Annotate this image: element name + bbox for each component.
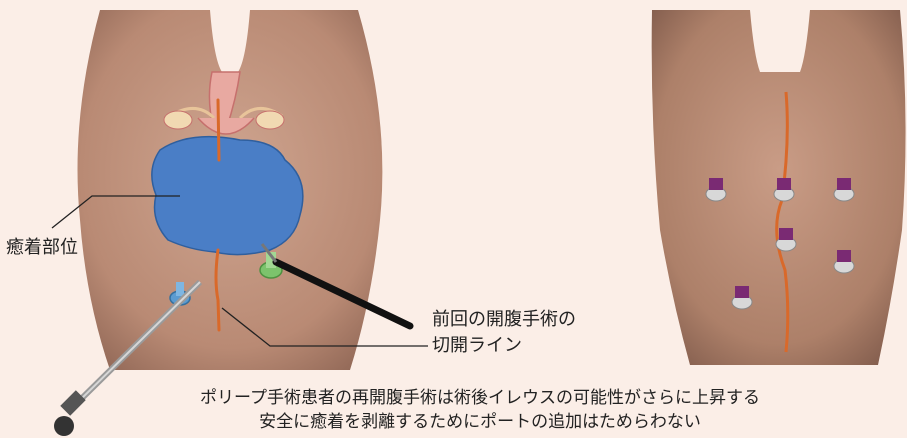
trocar-port-icon bbox=[732, 286, 752, 309]
caption-line-2: 安全に癒着を剥離するためにポートの追加はためらわない bbox=[120, 410, 840, 434]
right-abdomen-figure bbox=[652, 10, 906, 365]
adhesion-site-label: 癒着部位 bbox=[6, 236, 78, 260]
caption-line-1: ポリープ手術患者の再開腹手術は術後イレウスの可能性がさらに上昇する bbox=[120, 386, 840, 410]
trocar-port-icon bbox=[774, 178, 794, 201]
left-abdomen-figure bbox=[52, 10, 428, 436]
incision-label-line1: 前回の開腹手術の bbox=[432, 308, 576, 332]
trocar-port-icon bbox=[834, 178, 854, 201]
trocar-port-icon bbox=[776, 228, 796, 251]
trocar-port-icon bbox=[834, 250, 854, 273]
incision-label-line2: 切開ライン bbox=[432, 334, 522, 358]
trocar-port-icon bbox=[706, 178, 726, 201]
